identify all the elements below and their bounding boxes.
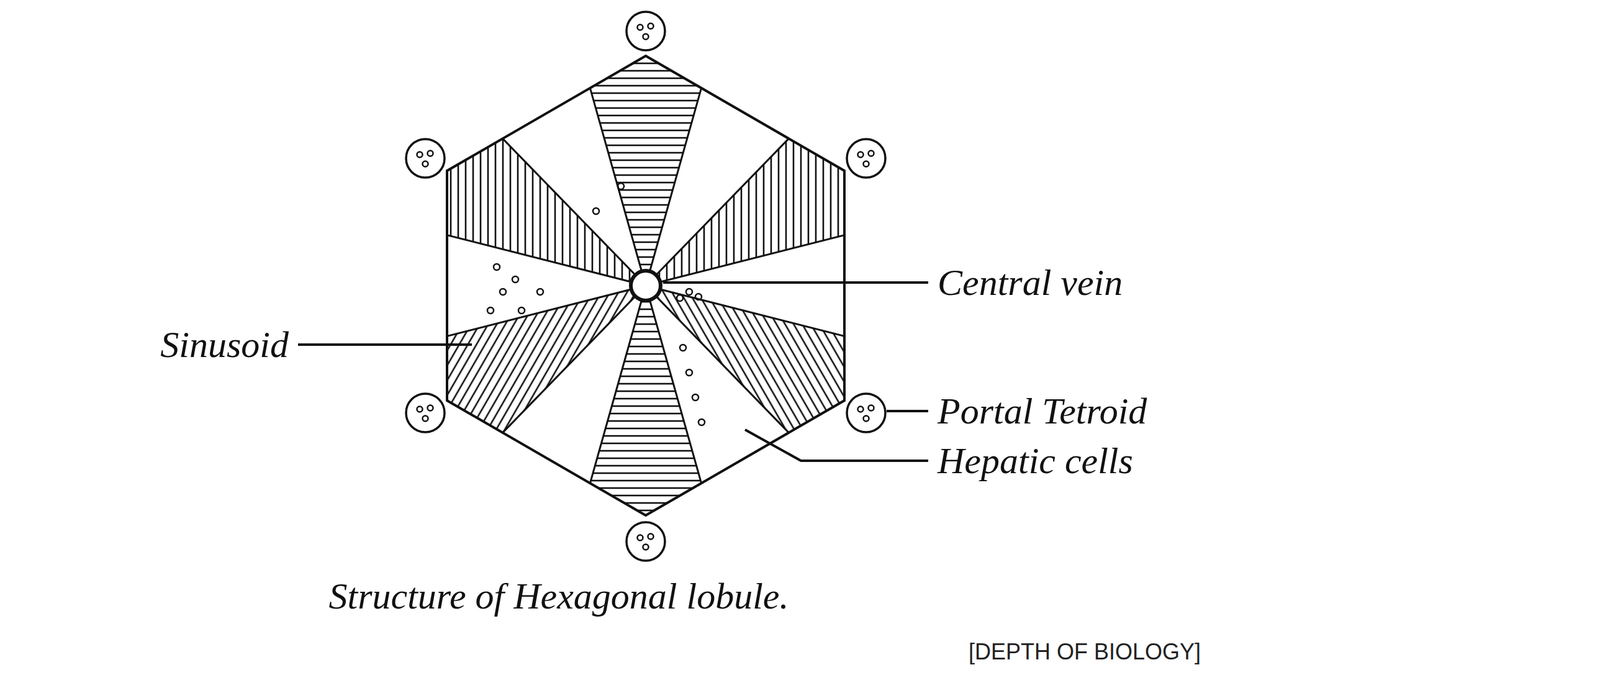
triad-vessel: [427, 405, 434, 412]
triad-vessel: [643, 34, 649, 40]
leader-line: [298, 343, 472, 346]
triad-vessel: [643, 544, 649, 551]
triad-vessel: [422, 161, 429, 168]
cell-dot: [686, 288, 693, 295]
caption: Structure of Hexagonal lobule.: [329, 575, 790, 617]
portal-triad: [626, 11, 665, 51]
hepatic-cord: [447, 138, 646, 286]
cell-dot: [617, 183, 624, 190]
triad-vessel: [868, 150, 875, 157]
cell-dot: [686, 369, 693, 376]
cell-dot: [518, 307, 525, 314]
hepatic-cord: [447, 285, 646, 433]
cell-dot: [676, 294, 683, 302]
triad-vessel: [637, 24, 644, 31]
leader-line: [745, 429, 929, 461]
cell-dot: [537, 288, 544, 295]
triad-vessel: [648, 23, 654, 30]
triad-vessel: [863, 415, 870, 422]
portal-triad: [846, 393, 886, 433]
cell-dot: [698, 419, 705, 426]
part-label: Hepatic cells: [937, 440, 1134, 482]
part-label: Central vein: [937, 262, 1123, 303]
triad-vessel: [868, 405, 875, 412]
portal-triad: [846, 139, 886, 178]
cell-dot: [487, 307, 494, 314]
cell-dot: [493, 263, 500, 271]
triad-vessel: [427, 150, 434, 157]
central-vein: [630, 270, 661, 301]
triad-vessel: [637, 535, 644, 541]
cell-dot: [695, 293, 702, 300]
triad-vessel: [648, 533, 654, 540]
cell-dot: [679, 344, 687, 351]
triad-vessel: [858, 152, 864, 158]
cell-dot: [592, 207, 600, 215]
leader-line: [886, 409, 929, 413]
watermark: [DEPTH OF BIOLOGY]: [968, 639, 1201, 665]
part-label: Portal Tetroid: [937, 390, 1147, 432]
part-label: Sinusoid: [160, 324, 289, 366]
triad-vessel: [858, 406, 864, 413]
portal-triad: [626, 522, 665, 561]
hepatic-cord: [645, 138, 845, 286]
triad-vessel: [417, 152, 423, 158]
cell-dot: [512, 276, 519, 283]
cell-dot: [692, 394, 699, 401]
cell-dot: [499, 288, 507, 295]
portal-triad: [406, 139, 445, 178]
lobule-outline: [447, 55, 845, 516]
leader-line: [663, 281, 929, 284]
triad-vessel: [422, 415, 429, 422]
triad-vessel: [863, 161, 870, 168]
triad-vessel: [417, 406, 423, 413]
portal-triad: [406, 393, 445, 433]
